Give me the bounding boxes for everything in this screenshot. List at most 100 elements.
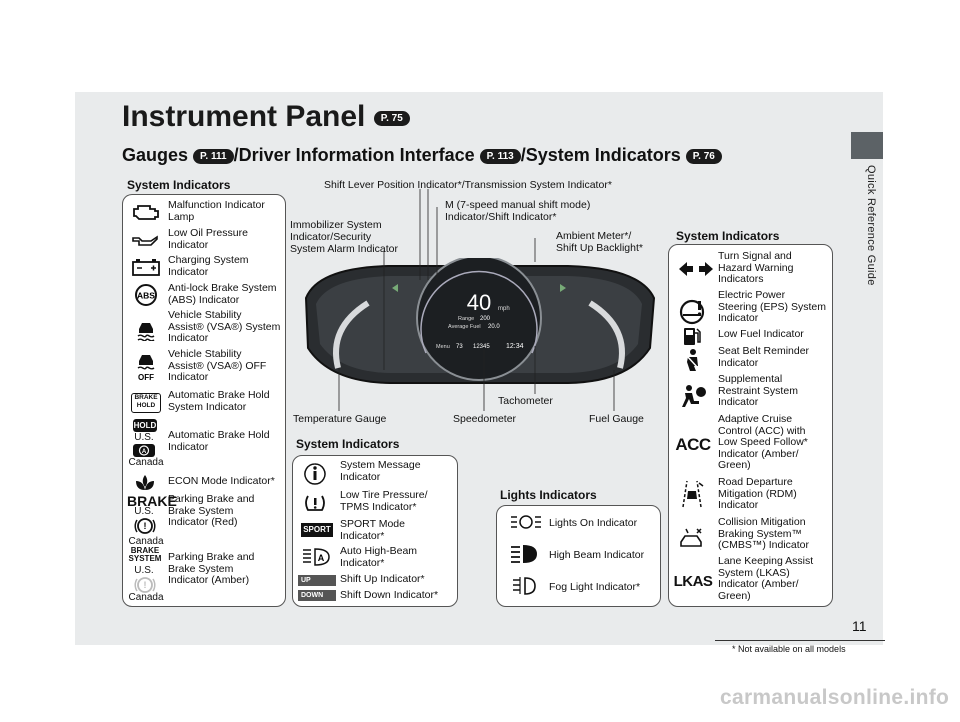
subtitle-gauges: Gauges: [122, 145, 194, 165]
instrument-cluster: 40 mph Range 200 Average Fuel 20.0 Menu …: [304, 258, 656, 384]
gauges-subtitle: Gauges P. 111/Driver Information Interfa…: [122, 145, 722, 166]
cmbs-icon: [680, 528, 702, 547]
cluster-odo: 12345: [473, 344, 490, 350]
title-page-ref[interactable]: P. 75: [373, 110, 410, 126]
hold-canada-icon: A: [133, 444, 155, 457]
section-tab: [851, 132, 883, 159]
shift-lever-callout: Shift Lever Position Indicator*/Transmis…: [324, 179, 612, 191]
middle-panel-title: System Indicators: [296, 437, 400, 451]
cluster-temp: 73: [456, 344, 463, 350]
high-beam-icon: [511, 545, 537, 563]
oil-pressure-label: Low Oil Pressure Indicator: [168, 227, 248, 251]
abs-label: Anti-lock Brake System (ABS) Indicator: [168, 282, 277, 306]
immobilizer-callout: Immobilizer System Indicator/Security Sy…: [290, 219, 398, 255]
lights-indicator-panel: Lights On Indicator High Beam Indicator …: [496, 505, 661, 607]
cluster-range-value: 200: [480, 316, 491, 322]
oil-can-icon: [132, 235, 158, 246]
high-beam-label: High Beam Indicator: [549, 549, 645, 561]
region-us-label: U.S.: [134, 432, 154, 443]
turn-signal-icon: [679, 262, 713, 276]
shift-up-icon: UP: [298, 575, 336, 586]
fuel-pump-icon: [684, 328, 701, 345]
fuel-gauge-callout: Fuel Gauge: [589, 413, 644, 425]
brake-amber-label: Parking Brake and Brake System Indicator…: [168, 551, 255, 586]
cluster-clock: 12:34: [506, 343, 524, 350]
acc-icon: ACC: [675, 435, 711, 454]
info-icon: [304, 463, 326, 485]
vsa-icon: [137, 323, 155, 341]
eps-label: Electric Power Steering (EPS) System Ind…: [718, 289, 826, 324]
brake-amber-us-label: U.S.: [134, 565, 154, 576]
side-label: Quick Reference Guide: [865, 165, 877, 286]
brake-amber-canada-icon: !: [134, 577, 156, 593]
footnote-divider: [715, 640, 885, 641]
turn-signal-label: Turn Signal and Hazard Warning Indicator…: [718, 250, 794, 285]
airbag-icon: [682, 385, 706, 407]
watermark: carmanualsonline.info: [720, 686, 950, 709]
airbag-label: Supplemental Restraint System Indicator: [718, 373, 798, 408]
cluster-avg-value: 20.0: [488, 324, 500, 330]
cluster-avg-label: Average Fuel: [448, 324, 481, 330]
system-indicators-page-ref[interactable]: P. 76: [685, 148, 722, 164]
vsa-off-icon: OFF: [137, 355, 155, 381]
brake-hold-icon: BRAKE HOLD: [131, 393, 161, 413]
cmbs-label: Collision Mitigation Braking System™ (CM…: [718, 516, 810, 551]
right-indicator-panel: Turn Signal and Hazard Warning Indicator…: [668, 244, 833, 607]
lights-on-icon: [511, 515, 541, 529]
lkas-icon: LKAS: [673, 573, 713, 590]
fog-light-label: Fog Light Indicator*: [549, 581, 641, 593]
m-mode-callout: M (7-speed manual shift mode) Indicator/…: [445, 199, 591, 223]
eps-icon: [679, 299, 705, 325]
lights-panel-title: Lights Indicators: [500, 488, 597, 502]
charging-label: Charging System Indicator: [168, 254, 249, 278]
seat-belt-icon: [686, 349, 699, 371]
brake-red-canada-icon: !: [134, 518, 156, 534]
rdm-icon: [682, 480, 704, 508]
low-fuel-label: Low Fuel Indicator: [718, 328, 804, 340]
left-panel-title: System Indicators: [127, 178, 231, 192]
gauges-page-ref[interactable]: P. 111: [193, 148, 234, 164]
lights-on-label: Lights On Indicator: [549, 517, 638, 529]
engine-icon: [133, 205, 159, 220]
brake-hold-label: Automatic Brake Hold Indicator: [168, 429, 270, 453]
tpms-label: Low Tire Pressure/ TPMS Indicator*: [340, 489, 428, 513]
shift-down-icon: DOWN: [298, 590, 336, 601]
subtitle-dii: /Driver Information Interface: [233, 145, 480, 165]
tpms-icon: [305, 495, 325, 511]
region-canada-label: Canada: [128, 457, 164, 468]
system-message-label: System Message Indicator: [340, 459, 421, 483]
cluster-range-label: Range: [458, 316, 474, 322]
page-number: 11: [852, 618, 867, 634]
vsa-off-label: Vehicle Stability Assist® (VSA®) OFF Ind…: [168, 348, 267, 383]
temperature-gauge-callout: Temperature Gauge: [293, 413, 387, 425]
malfunction-label: Malfunction Indicator Lamp: [168, 199, 265, 223]
middle-indicator-panel: System Message Indicator Low Tire Pressu…: [292, 455, 458, 607]
cluster-menu: Menu: [436, 344, 450, 350]
svg-text:A: A: [318, 553, 325, 563]
svg-text:!: !: [144, 580, 147, 590]
dii-page-ref[interactable]: P. 113: [479, 148, 521, 164]
brake-red-us-label: U.S.: [134, 506, 154, 517]
rdm-label: Road Departure Mitigation (RDM) Indicato…: [718, 476, 797, 511]
shift-up-label: Shift Up Indicator*: [340, 573, 425, 585]
battery-icon: [132, 259, 160, 276]
right-panel-title: System Indicators: [676, 229, 780, 243]
subtitle-system-indicators: /System Indicators: [520, 145, 686, 165]
shift-down-label: Shift Down Indicator*: [340, 589, 439, 601]
cluster-speed-unit: mph: [498, 306, 510, 312]
sport-label: SPORT Mode Indicator*: [340, 518, 405, 542]
vsa-label: Vehicle Stability Assist® (VSA®) System …: [168, 309, 281, 344]
auto-high-beam-icon: A: [303, 548, 330, 566]
fog-light-icon: [513, 577, 536, 595]
econ-icon: [136, 475, 154, 490]
left-indicator-panel: Malfunction Indicator Lamp Low Oil Press…: [122, 194, 286, 607]
sport-icon: SPORT: [301, 523, 333, 537]
hold-icon: HOLD: [133, 419, 157, 432]
brake-red-label: Parking Brake and Brake System Indicator…: [168, 493, 255, 528]
vsa-off-icon-text: OFF: [138, 373, 154, 381]
speedometer-callout: Speedometer: [453, 413, 517, 425]
cluster-speed: 40: [467, 290, 491, 315]
auto-high-beam-label: Auto High-Beam Indicator*: [340, 545, 418, 569]
brake-hold-system-label: Automatic Brake Hold System Indicator: [168, 389, 270, 413]
